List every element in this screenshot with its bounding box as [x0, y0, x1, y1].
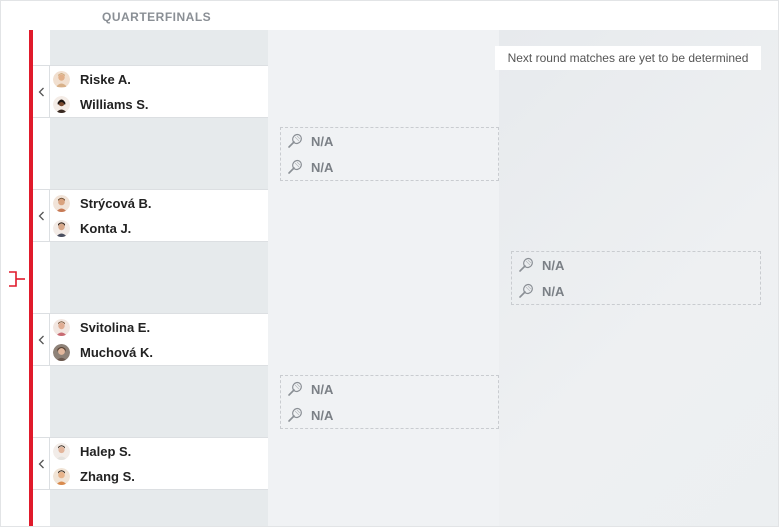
final-column [499, 30, 778, 526]
semifinals-column [268, 30, 499, 526]
chevron-left-icon[interactable] [33, 438, 50, 489]
chevron-left-icon[interactable] [33, 314, 50, 365]
player-avatar [53, 467, 70, 485]
player-avatar [53, 194, 70, 212]
player-avatar [53, 343, 70, 361]
tbd-slot: N/A [287, 128, 333, 154]
tbd-label: N/A [311, 407, 334, 423]
player-row[interactable]: Williams S. [53, 91, 149, 117]
tbd-label: N/A [311, 159, 334, 175]
tbd-slot: N/A [287, 154, 333, 180]
next-round-notice: Next round matches are yet to be determi… [495, 46, 761, 70]
player-row[interactable]: Halep S. [53, 438, 131, 464]
tennis-racket-icon [288, 159, 302, 174]
tbd-label: N/A [542, 257, 565, 273]
round-title: QUARTERFINALS [102, 10, 212, 24]
tbd-label: N/A [311, 133, 334, 149]
tbd-match-card[interactable]: N/A N/A [280, 375, 499, 429]
tbd-final-card[interactable]: N/A N/A [511, 251, 761, 305]
match-card[interactable]: Strýcová B. Konta J. [33, 189, 268, 242]
player-name: Zhang S. [80, 468, 135, 484]
expand-strip [33, 30, 50, 526]
player-avatar [53, 442, 70, 460]
chevron-left-icon[interactable] [33, 190, 50, 241]
chevron-left-icon[interactable] [33, 66, 50, 117]
player-avatar [53, 70, 70, 88]
player-row[interactable]: Muchová K. [53, 339, 153, 365]
player-name: Williams S. [80, 96, 149, 112]
tennis-racket-icon [288, 381, 302, 396]
tbd-match-card[interactable]: N/A N/A [280, 127, 499, 181]
player-name: Halep S. [80, 443, 132, 459]
tennis-racket-icon [519, 257, 533, 272]
match-card[interactable]: Halep S. Zhang S. [33, 437, 268, 490]
player-row[interactable]: Konta J. [53, 215, 131, 241]
tbd-slot: N/A [287, 376, 333, 402]
player-name: Muchová K. [80, 344, 153, 360]
player-row[interactable]: Svitolina E. [53, 314, 150, 340]
player-avatar [53, 318, 70, 336]
tbd-slot: N/A [518, 252, 564, 278]
tennis-racket-icon [519, 283, 533, 298]
player-row[interactable]: Riske A. [53, 66, 131, 92]
active-round-indicator [29, 30, 33, 526]
tennis-racket-icon [288, 133, 302, 148]
player-row[interactable]: Zhang S. [53, 463, 135, 489]
match-card[interactable]: Svitolina E. Muchová K. [33, 313, 268, 366]
player-name: Riske A. [80, 71, 131, 87]
tbd-slot: N/A [287, 402, 333, 428]
player-row[interactable]: Strýcová B. [53, 190, 152, 216]
tbd-label: N/A [542, 283, 565, 299]
player-name: Svitolina E. [80, 319, 151, 335]
tennis-racket-icon [288, 407, 302, 422]
tbd-slot: N/A [518, 278, 564, 304]
bracket-icon[interactable] [8, 270, 26, 288]
player-name: Strýcová B. [80, 195, 152, 211]
player-avatar [53, 219, 70, 237]
player-avatar [53, 95, 70, 113]
match-card[interactable]: Riske A. Williams S. [33, 65, 268, 118]
tbd-label: N/A [311, 381, 334, 397]
player-name: Konta J. [80, 220, 132, 236]
